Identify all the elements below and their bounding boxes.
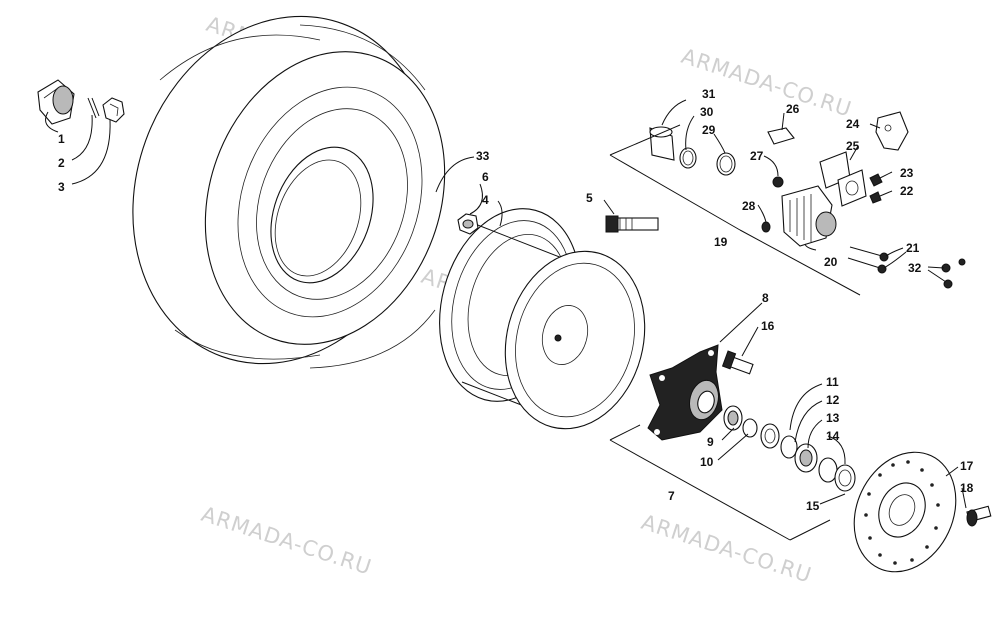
callout-4: 4 bbox=[482, 193, 489, 207]
watermark-5: ARMADA-CO.RU bbox=[638, 510, 814, 588]
callout-5: 5 bbox=[586, 191, 593, 205]
wheel-rim bbox=[439, 208, 646, 430]
callout-8: 8 bbox=[762, 291, 769, 305]
lug-nut bbox=[457, 213, 479, 235]
callout-33: 33 bbox=[476, 149, 490, 163]
watermark-4: ARMADA-CO.RU bbox=[198, 502, 374, 580]
brake-caliper-group bbox=[649, 111, 966, 289]
wheel-hub bbox=[647, 344, 723, 441]
callout-15: 15 bbox=[806, 499, 820, 513]
callout-18: 18 bbox=[960, 481, 974, 495]
brake-disc bbox=[853, 451, 957, 573]
callout-14: 14 bbox=[826, 429, 840, 443]
callout-29: 29 bbox=[702, 123, 716, 137]
callout-19: 19 bbox=[714, 235, 728, 249]
callout-28: 28 bbox=[742, 199, 756, 213]
callout-12: 12 bbox=[826, 393, 840, 407]
callout-16: 16 bbox=[761, 319, 775, 333]
bearing-stack bbox=[723, 405, 856, 492]
callout-22: 22 bbox=[900, 184, 914, 198]
cotter-pin bbox=[87, 97, 100, 119]
callout-32: 32 bbox=[908, 261, 922, 275]
callout-24: 24 bbox=[846, 117, 860, 131]
callout-11: 11 bbox=[826, 375, 839, 389]
hub-stud bbox=[721, 350, 754, 375]
callout-30: 30 bbox=[700, 105, 714, 119]
callout-25: 25 bbox=[846, 139, 860, 153]
callout-17: 17 bbox=[960, 459, 974, 473]
callout-10: 10 bbox=[700, 455, 714, 469]
callout-31: 31 bbox=[702, 87, 716, 101]
hub-cap bbox=[37, 79, 75, 125]
disc-bolt bbox=[966, 505, 992, 527]
tire bbox=[132, 15, 446, 369]
callout-23: 23 bbox=[900, 166, 914, 180]
axle-nut bbox=[102, 97, 125, 123]
wheel-stud bbox=[605, 215, 659, 233]
callout-6: 6 bbox=[482, 170, 489, 184]
callout-13: 13 bbox=[826, 411, 840, 425]
callout-2: 2 bbox=[58, 156, 65, 170]
leader-lines bbox=[45, 99, 967, 541]
callout-9: 9 bbox=[707, 435, 714, 449]
callout-3: 3 bbox=[58, 180, 65, 194]
callout-7: 7 bbox=[668, 489, 675, 503]
callouts: 1 2 3 4 5 6 7 8 9 10 11 12 13 14 15 16 1… bbox=[58, 87, 974, 513]
callout-1: 1 bbox=[58, 132, 65, 146]
callout-26: 26 bbox=[786, 102, 800, 116]
callout-21: 21 bbox=[906, 241, 920, 255]
callout-27: 27 bbox=[750, 149, 764, 163]
callout-20: 20 bbox=[824, 255, 838, 269]
